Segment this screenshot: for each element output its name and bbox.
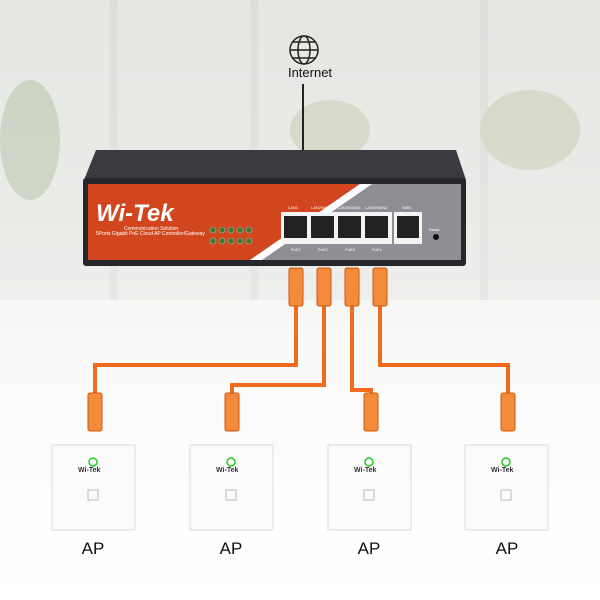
ap-label: AP [495,539,519,558]
status-leds [209,226,253,245]
port-label: LAN4/WAN2 [365,205,388,210]
port-label: LAN1 [288,205,299,210]
ap-brand: Wi-Tek [78,467,101,474]
poe-label: PoE1 [291,247,301,252]
ap-label: AP [219,539,243,558]
ap-brand: Wi-Tek [491,467,514,474]
reset-label: Reset [429,227,440,232]
poe-label: PoE3 [345,247,355,252]
poe-label: PoE2 [318,247,328,252]
globe-icon [289,35,319,65]
ethernet-cables [93,305,510,395]
ap-brand: Wi-Tek [216,467,239,474]
rj45-plugs [87,267,516,432]
gateway-device [83,150,466,266]
device-brand-logo: Wi-Tek [96,200,174,227]
port-label: LAN2/WAN4 [311,205,334,210]
access-points [51,444,549,531]
ap-label: AP [357,539,381,558]
ap-brand: Wi-Tek [354,467,377,474]
port-label: LAN3/WAN3 [338,205,361,210]
device-model-description: 5Ports Gigabit PoE Cloud AP Controller/G… [96,231,205,237]
port-label: WAN [402,205,412,210]
internet-label: Internet [287,65,333,80]
ap-label: AP [81,539,105,558]
device-tagline: Communication Solution [124,226,179,232]
poe-label: PoE4 [372,247,382,252]
